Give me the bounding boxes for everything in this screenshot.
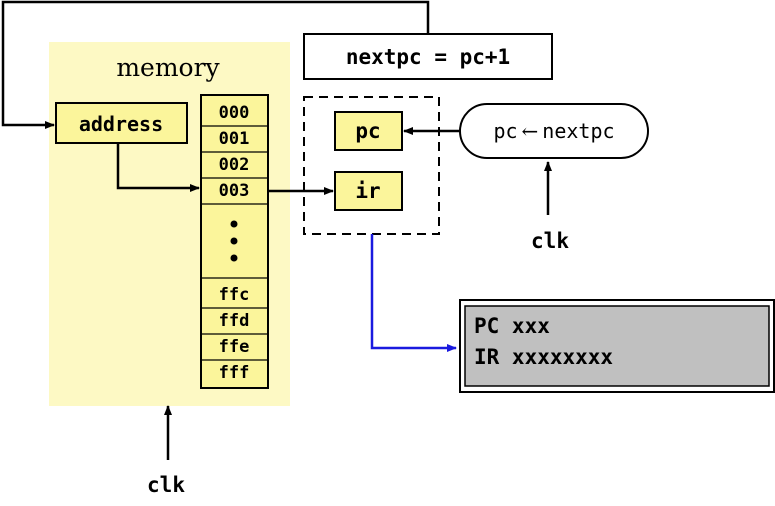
address-to-memory-wire	[116, 143, 200, 192]
pc-update-text: pc←nextpc	[493, 119, 614, 143]
register-group	[303, 96, 440, 235]
memory-cell-ffd: ffd	[219, 311, 250, 331]
memory-cell-003: 003	[219, 181, 250, 201]
display-panel	[464, 305, 770, 387]
memory-cell-fff: fff	[219, 363, 250, 383]
ellipsis-dot	[230, 220, 238, 228]
display-line-ir: IR xxxxxxxx	[474, 345, 613, 369]
ir-register	[334, 171, 403, 211]
display-wire	[370, 234, 457, 352]
memory-clock-label: clk	[147, 473, 185, 497]
nextpc-label: nextpc = pc+1	[346, 45, 510, 69]
ir-label: ir	[355, 179, 380, 203]
memory-cell-001: 001	[219, 129, 250, 149]
address-register	[55, 102, 188, 144]
pc-register	[334, 111, 403, 151]
ellipsis-dot	[230, 254, 238, 262]
memory-title: memory	[116, 53, 220, 82]
feedback-wire	[1, 0, 430, 129]
memory-cell-ffe: ffe	[219, 337, 250, 357]
memory-cell-ffc: ffc	[219, 285, 250, 305]
display-line-pc: PC xxx	[474, 314, 550, 338]
pc-clock-label: clk	[531, 229, 569, 253]
memory-cell-002: 002	[219, 155, 250, 175]
ellipsis-dot	[230, 237, 238, 245]
address-label: address	[79, 112, 163, 136]
nextpc-box	[303, 33, 553, 80]
memory-cell-000: 000	[219, 103, 250, 123]
pc-label: pc	[355, 119, 380, 143]
